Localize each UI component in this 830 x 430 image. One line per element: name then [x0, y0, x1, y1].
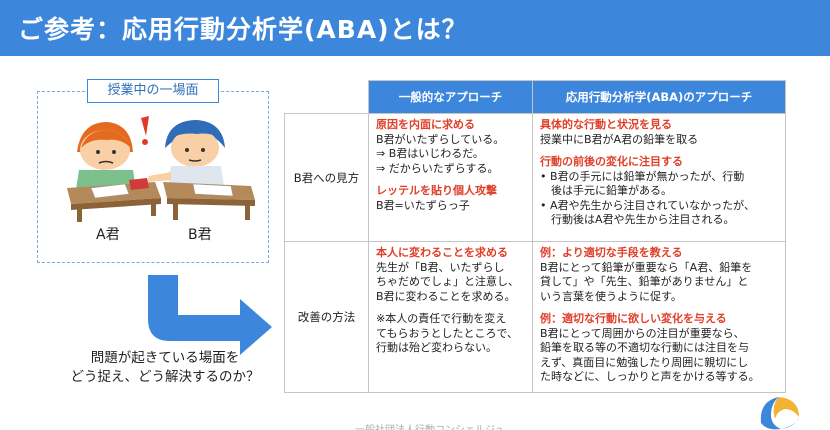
- cell-heading: 原因を内面に求める: [376, 118, 475, 131]
- line-gap: [540, 304, 779, 312]
- cell-line: • A君や先生から注目されていなかったが、: [540, 198, 755, 212]
- cell-heading: 例：適切な行動に欲しい変化を与える: [540, 312, 727, 325]
- student-b-label: B君: [188, 227, 212, 243]
- header-general: 一般的なアプローチ: [368, 80, 533, 114]
- cell-line: • B君の手元には鉛筆が無かったが、行動: [540, 169, 745, 183]
- line-gap: [540, 147, 779, 155]
- cell-line: 貸して」や「先生、鉛筆がありません」と: [540, 275, 749, 288]
- cell-line: てもらおうとしたところで、: [376, 326, 519, 340]
- cell-heading: レッテルを貼り個人攻撃: [376, 184, 497, 197]
- table-row: 改善の方法 本人に変わることを求める先生が「B君、いたずらしちゃだめでしょ」と注…: [284, 241, 786, 393]
- cell-line: ⇒ B君はいじわるだ。: [376, 147, 484, 160]
- cell-heading: 本人に変わることを求める: [376, 246, 508, 259]
- question-text: 問題が起きている場面を どう捉え、どう解決するのか？: [70, 350, 260, 385]
- bent-arrow-icon: [148, 275, 272, 355]
- cell-line: た時などに、しっかりと声をかける等する。: [540, 370, 760, 383]
- cell-line: ⇒ だからいたずらする。: [376, 161, 499, 175]
- cell-line: 行動後はA君や先生から注目される。: [551, 213, 735, 226]
- cell-line: いう言葉を使うように促す。: [540, 289, 682, 303]
- cell-line: B君がいたずらしている。: [376, 132, 505, 146]
- cell-line: 鉛筆を取る等の不適切な行動には注目を与: [540, 341, 749, 354]
- cell-line: B君にとって周囲からの注目が重要なら、: [540, 326, 745, 340]
- cell-heading: 例：より適切な手段を教える: [540, 246, 683, 259]
- line-gap: [376, 176, 526, 184]
- page-title: ご参考：応用行動分析学(ABA)とは？: [18, 15, 468, 44]
- header-aba: 応用行動分析学(ABA)のアプローチ: [532, 80, 786, 114]
- cell-line: B君=いたずらっ子: [376, 198, 470, 212]
- cell-line: 授業中にB君がA君の鉛筆を取る: [540, 132, 699, 146]
- table-header-row: 一般的なアプローチ 応用行動分析学(ABA)のアプローチ: [284, 80, 786, 114]
- cell-line: ※本人の責任で行動を変え: [376, 312, 507, 325]
- scene-label: 授業中の一場面: [87, 79, 219, 103]
- cell-line: 後は手元に鉛筆がある。: [551, 184, 672, 197]
- cell-line: 行動は殆ど変わらない。: [376, 341, 497, 354]
- cell-heading: 具体的な行動と状況を見る: [540, 118, 672, 131]
- cell-heading: 行動の前後の変化に注目する: [540, 155, 683, 168]
- cell-line: B君に変わることを求める。: [376, 289, 516, 303]
- cell-line: ちゃだめでしょ」と注意し、: [376, 275, 519, 288]
- cell-line: 先生が「B君、いたずらし: [376, 260, 505, 274]
- cell-general-method: 本人に変わることを求める先生が「B君、いたずらしちゃだめでしょ」と注意し、B君に…: [368, 241, 533, 393]
- row-label-method: 改善の方法: [284, 241, 369, 393]
- title-bar: ご参考：応用行動分析学(ABA)とは？: [0, 0, 830, 56]
- concierge-logo-icon: [760, 397, 799, 430]
- student-b-figure: [147, 120, 225, 194]
- footer-organization: 一般社団法人行動コンシェルジュ: [355, 421, 504, 430]
- cell-line: えず、真面目に勉強したり周囲に親切にし: [540, 355, 749, 369]
- cell-aba-view: 具体的な行動と状況を見る授業中にB君がA君の鉛筆を取る行動の前後の変化に注目する…: [532, 113, 786, 242]
- exclamation-mark-icon: [141, 116, 149, 136]
- comparison-table: 一般的なアプローチ 応用行動分析学(ABA)のアプローチ B君への見方 原因を内…: [284, 80, 786, 393]
- row-label-view: B君への見方: [284, 113, 369, 242]
- student-a-label: A君: [96, 227, 120, 243]
- table-corner: [284, 80, 369, 114]
- cell-line: B君にとって鉛筆が重要なら「A君、鉛筆を: [540, 260, 753, 274]
- line-gap: [376, 304, 526, 312]
- classroom-illustration: [67, 116, 255, 222]
